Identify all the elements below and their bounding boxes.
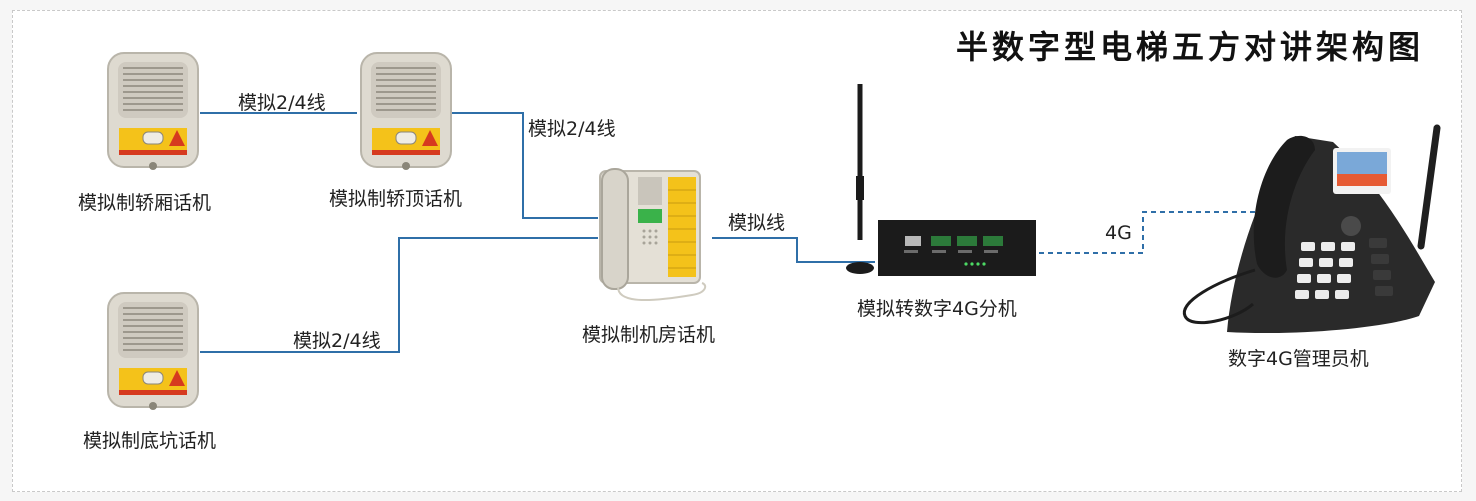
top-intercom-icon bbox=[360, 52, 452, 170]
car-intercom-icon bbox=[107, 52, 199, 170]
machine-room-phone-icon bbox=[599, 168, 707, 301]
link-gateway-to-admin bbox=[1030, 211, 1258, 254]
edge-label-car-to-top: 模拟2/4线 bbox=[238, 92, 326, 114]
diagram-title: 半数字型电梯五方对讲架构图 bbox=[955, 28, 1424, 66]
diagram-frame bbox=[12, 10, 1462, 492]
edge-label-pit-to-room: 模拟2/4线 bbox=[293, 330, 381, 352]
node-label-car-phone: 模拟制轿厢话机 bbox=[78, 192, 212, 214]
admin-ip-phone-icon bbox=[1182, 124, 1441, 334]
node-label-top-phone: 模拟制轿顶话机 bbox=[329, 188, 463, 210]
edge-label-room-to-gateway: 模拟线 bbox=[728, 212, 786, 234]
pit-intercom-icon bbox=[107, 292, 199, 410]
node-label-admin-phone: 数字4G管理员机 bbox=[1228, 348, 1369, 370]
node-label-pit-phone: 模拟制底坑话机 bbox=[83, 430, 217, 452]
node-label-machine-room-phone: 模拟制机房话机 bbox=[582, 324, 716, 346]
node-label-gateway: 模拟转数字4G分机 bbox=[857, 298, 1017, 320]
edge-label-gateway-to-admin: 4G bbox=[1105, 222, 1132, 244]
link-pit-to-room bbox=[200, 237, 598, 353]
edge-label-top-to-room: 模拟2/4线 bbox=[528, 118, 616, 140]
link-room-to-gateway bbox=[712, 237, 875, 263]
link-top-to-room bbox=[448, 112, 598, 219]
gateway-device-icon bbox=[846, 84, 1036, 276]
